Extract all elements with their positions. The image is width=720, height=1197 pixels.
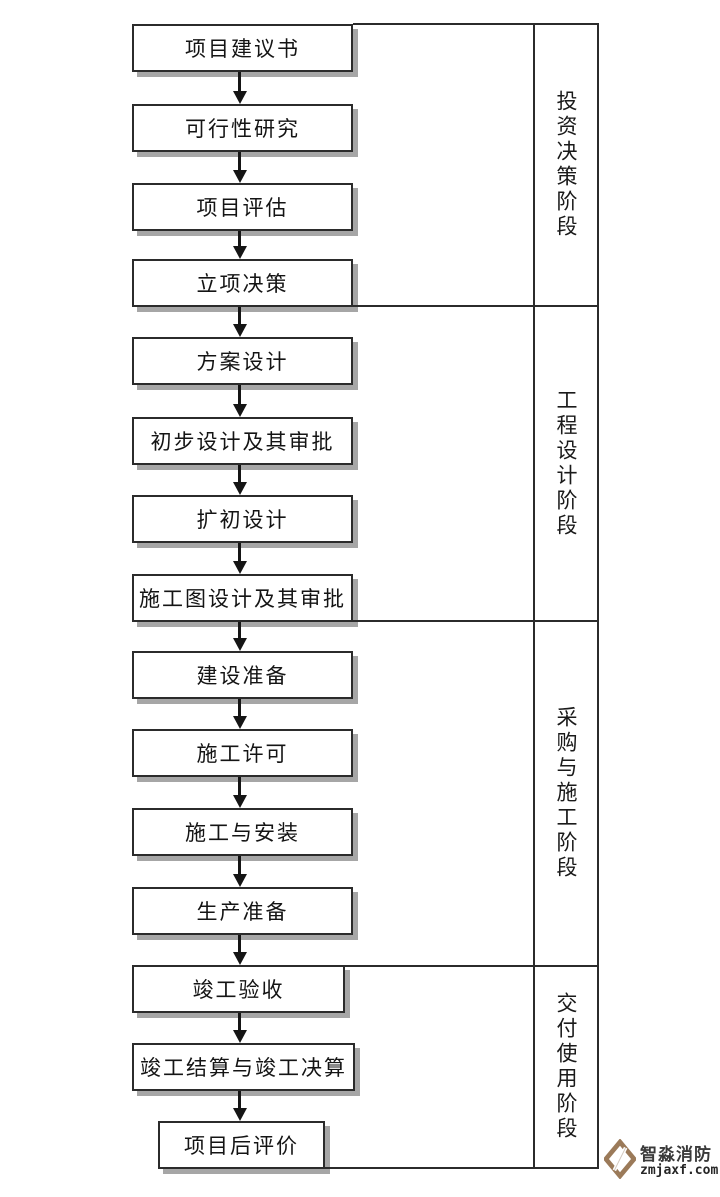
- flow-box-project-proposal: 项目建议书: [132, 24, 353, 72]
- flow-box-post-project-evaluation: 项目后评价: [158, 1121, 325, 1169]
- stage-label-engineering-design: 工程设计阶段: [554, 388, 578, 539]
- flow-box-scheme-design: 方案设计: [132, 337, 353, 385]
- arrow-down-3: [232, 231, 247, 259]
- stage-divider-1: [353, 305, 599, 307]
- arrow-down-12: [232, 935, 247, 965]
- stage-label-handover-use: 交付使用阶段: [554, 992, 578, 1142]
- flow-box-construction-permit: 施工许可: [132, 729, 353, 777]
- arrow-down-14: [232, 1091, 247, 1121]
- stage-label-procurement-construction: 采购与施工阶段: [554, 706, 578, 881]
- arrow-down-10: [232, 777, 247, 808]
- flow-box-completion-acceptance: 竣工验收: [132, 965, 345, 1013]
- stage-column-right-line: [597, 23, 599, 1169]
- arrow-down-5: [232, 385, 247, 417]
- arrow-down-6: [232, 465, 247, 495]
- arrow-down-2: [232, 152, 247, 183]
- stage-label-investment-decision: 投资决策阶段: [554, 90, 578, 240]
- flow-box-project-evaluation: 项目评估: [132, 183, 353, 231]
- flow-box-construction-preparation: 建设准备: [132, 651, 353, 699]
- flow-box-construction-installation: 施工与安装: [132, 808, 353, 856]
- arrow-down-4: [232, 307, 247, 337]
- flow-box-feasibility-study: 可行性研究: [132, 104, 353, 152]
- arrow-down-11: [232, 856, 247, 887]
- stage-column-left-line: [533, 23, 535, 1169]
- arrow-down-7: [232, 543, 247, 574]
- watermark-brand-text: 智淼消防: [640, 1144, 712, 1164]
- stage-divider-bottom: [325, 1167, 599, 1169]
- watermark-site-text: zmjaxf.com: [640, 1162, 719, 1178]
- stage-divider-3: [345, 965, 599, 967]
- arrow-down-1: [232, 72, 247, 104]
- flow-box-preliminary-design-approval: 初步设计及其审批: [132, 417, 353, 465]
- arrow-down-13: [232, 1013, 247, 1043]
- brand-logo-icon: [602, 1138, 638, 1184]
- watermark: 智淼消防 zmjaxf.com: [602, 1138, 719, 1184]
- arrow-down-9: [232, 699, 247, 729]
- flow-box-expanded-preliminary-design: 扩初设计: [132, 495, 353, 543]
- flow-box-approval-decision: 立项决策: [132, 259, 353, 307]
- stage-divider-2: [353, 620, 599, 622]
- flow-box-construction-drawing-approval: 施工图设计及其审批: [132, 574, 353, 622]
- stage-divider-top: [353, 23, 599, 25]
- flow-box-completion-settlement: 竣工结算与竣工决算: [132, 1043, 355, 1091]
- flow-box-production-preparation: 生产准备: [132, 887, 353, 935]
- arrow-down-8: [232, 622, 247, 651]
